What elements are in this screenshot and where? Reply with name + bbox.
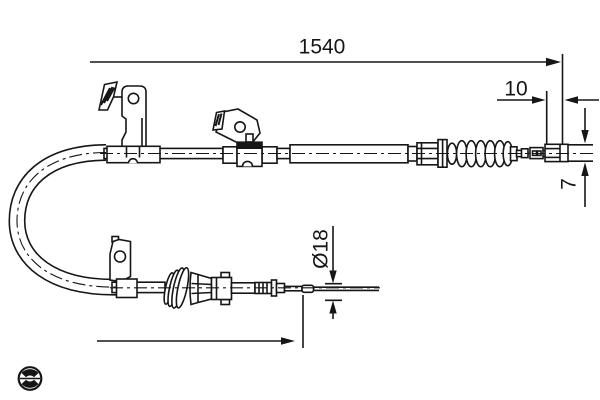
dimension-18 (325, 226, 342, 319)
dimension-7-label: 7 (557, 178, 581, 190)
bracket-2 (212, 108, 263, 168)
dimension-7 (581, 108, 589, 207)
bosch-logo-icon (17, 366, 43, 391)
dimension-1540 (90, 54, 564, 144)
lower-cable (109, 235, 379, 309)
dimension-10 (497, 91, 599, 144)
bellows-boot (446, 139, 518, 168)
cable-loop (8, 144, 121, 296)
dimension-1540-label: 1540 (298, 35, 346, 59)
centerlines (16, 151, 597, 289)
dimension-10-label: 10 (504, 77, 528, 101)
bottom-dimension-line (97, 295, 304, 348)
dimension-18-label: Ø18 (309, 229, 333, 269)
bracket-1 (98, 80, 161, 164)
